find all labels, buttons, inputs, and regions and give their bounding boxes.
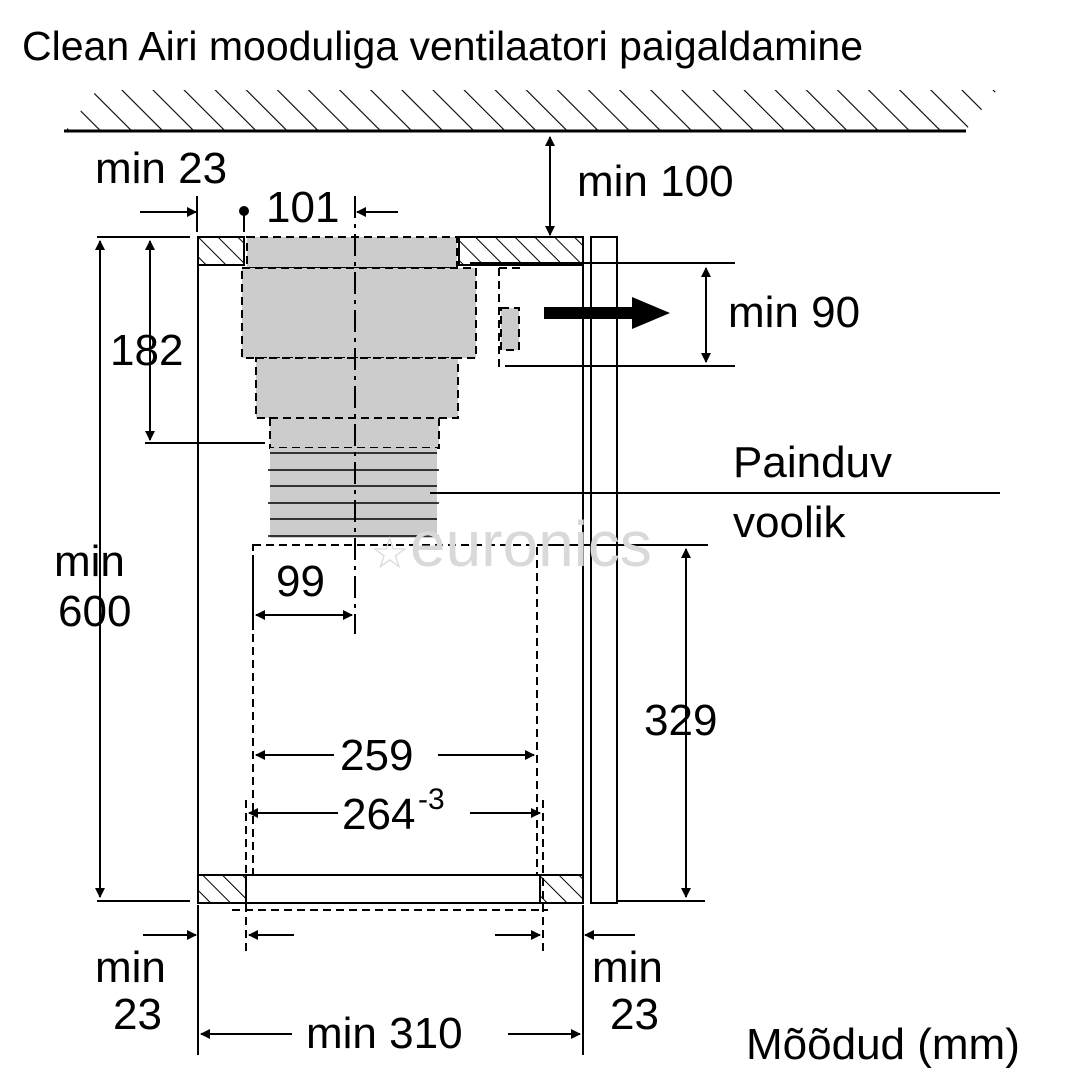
- label-min-90: min 90: [728, 288, 860, 337]
- label-bottom-left-min: min: [95, 943, 166, 992]
- top-board: [197, 236, 584, 266]
- label-hose-line1: Painduv: [733, 438, 892, 487]
- bottom-board: [197, 874, 584, 911]
- flexible-hose: [268, 448, 439, 538]
- label-264: 264: [342, 790, 415, 839]
- label-bottom-right-min: min: [592, 943, 663, 992]
- label-259: 259: [340, 731, 413, 780]
- watermark: ☆ euronics: [370, 508, 652, 580]
- label-182: 182: [110, 326, 183, 375]
- label-bottom-right-23: 23: [610, 990, 659, 1039]
- watermark-star-icon: ☆: [370, 529, 409, 578]
- watermark-text: euronics: [410, 508, 652, 580]
- side-panel: [590, 236, 618, 904]
- label-99: 99: [276, 557, 325, 606]
- label-min-100: min 100: [577, 157, 734, 206]
- ceiling: [60, 84, 1010, 133]
- label-min-600-value: 600: [58, 587, 131, 636]
- cabinet-frame: [197, 236, 618, 904]
- hood-unit: [245, 544, 544, 955]
- label-hose-line2: voolik: [733, 498, 846, 547]
- reference-dot: [239, 206, 249, 216]
- label-min-600-min: min: [54, 537, 125, 586]
- label-101: 101: [266, 183, 339, 232]
- label-min-23-top: min 23: [95, 144, 227, 193]
- label-min-310: min 310: [306, 1009, 463, 1058]
- fan-module: [241, 236, 520, 449]
- dimension-lines: [95, 136, 735, 1055]
- label-bottom-left-23: 23: [113, 990, 162, 1039]
- label-329: 329: [644, 696, 717, 745]
- label-264-tolerance: -3: [418, 783, 445, 816]
- exhaust-arrow: [544, 297, 670, 329]
- diagram-title: Clean Airi mooduliga ventilaatori paigal…: [22, 23, 863, 69]
- units-label: Mõõdud (mm): [746, 1020, 1020, 1069]
